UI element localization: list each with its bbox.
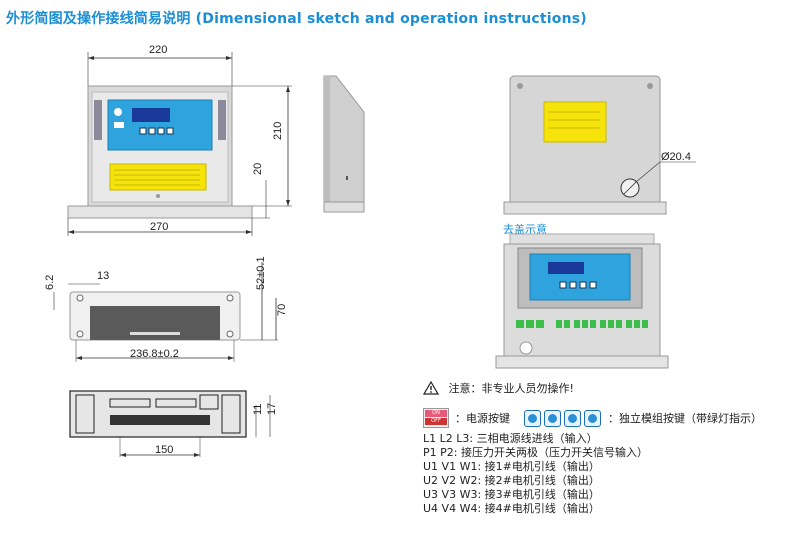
module-button-label: ：独立模组按键（带绿灯指示）: [608, 412, 762, 425]
warning-note: 注意：非专业人员勿操作!: [422, 380, 574, 398]
warning-triangle-icon: [422, 380, 440, 398]
wiring-notes: L1 L2 L3: 三相电源线进线（输入） P1 P2: 接压力开关两极（压力开…: [423, 432, 648, 516]
dim-236-8: 236.8±0.2: [130, 348, 179, 360]
wiring-line-6: U4 V4 W4: 接4#电机引线（输出）: [423, 502, 600, 515]
dim-52: 52±0.1: [255, 256, 267, 290]
wiring-line-4: U2 V2 W2: 接2#电机引线（输出）: [423, 474, 600, 487]
key-3-icon: [564, 409, 581, 427]
back-view-diagram: [503, 75, 696, 215]
key-1-icon: [524, 409, 541, 427]
key-4-icon: [584, 409, 601, 427]
open-view-diagram: [495, 233, 669, 369]
wiring-line-2: P1 P2: 接压力开关两极（压力开关信号输入）: [423, 446, 648, 459]
dim-17: 17: [266, 402, 278, 415]
page-title: 外形简图及操作接线简易说明 (Dimensional sketch and op…: [6, 11, 587, 27]
foot-view-diagram: [69, 390, 271, 457]
dim-150: 150: [155, 444, 174, 456]
wiring-line-5: U3 V3 W3: 接3#电机引线（输出）: [423, 488, 600, 501]
dim-70: 70: [276, 303, 288, 316]
wiring-line-1: L1 L2 L3: 三相电源线进线（输入）: [423, 432, 598, 445]
dim-11: 11: [252, 403, 264, 415]
remove-cover-label: 去盖示意: [503, 223, 547, 236]
front-view-diagram: [67, 52, 292, 236]
warning-text: 注意：非专业人员勿操作!: [448, 382, 574, 395]
dim-220: 220: [149, 44, 168, 56]
dim-210: 210: [272, 121, 284, 140]
wiring-line-3: U1 V1 W1: 接1#电机引线（输出）: [423, 460, 600, 473]
dim-hole: Ø20.4: [661, 151, 691, 163]
side-view-diagram: [323, 75, 365, 213]
button-legend: ON OFF ：电源按键 ：独立模组按键（带绿灯指示）: [423, 408, 762, 428]
dim-13: 13: [97, 270, 110, 282]
power-switch-icon: ON OFF: [423, 408, 449, 428]
dim-270: 270: [150, 221, 169, 233]
dim-20: 20: [252, 162, 264, 175]
power-button-label: ：电源按键: [455, 412, 510, 425]
dim-6-2: 6.2: [44, 274, 56, 290]
key-2-icon: [544, 409, 561, 427]
bottom-view-diagram: [53, 262, 278, 362]
